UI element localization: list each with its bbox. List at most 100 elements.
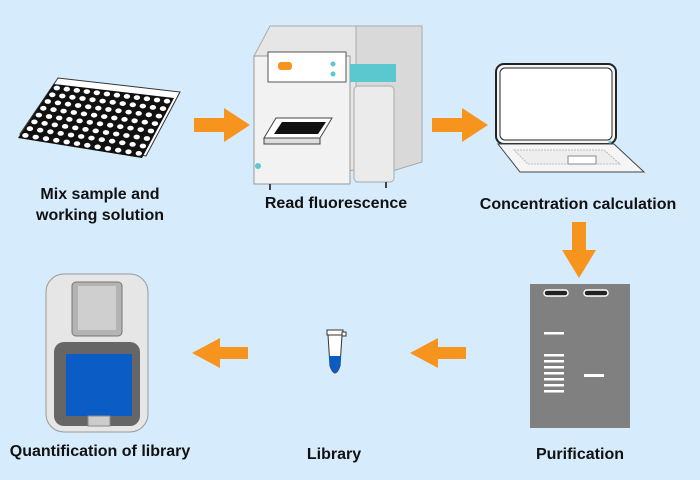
plate-well — [101, 114, 108, 119]
plate-well — [22, 133, 29, 138]
label-calc: Concentration calculation — [479, 196, 677, 213]
plate-well — [115, 147, 122, 153]
label-read: Read fluorescence — [264, 195, 408, 212]
plate-well — [88, 135, 95, 141]
plate-well — [45, 114, 53, 119]
plate-well — [74, 103, 82, 108]
plate-well — [84, 142, 91, 148]
label-mix-line2: working solution — [36, 207, 164, 224]
plate-well — [92, 128, 99, 134]
plate-well — [102, 130, 110, 135]
plate-well — [121, 117, 128, 122]
plate-well — [163, 98, 171, 104]
label-purify: Purification — [535, 446, 624, 463]
gel-band — [544, 332, 564, 335]
microplate-icon — [18, 77, 181, 158]
plate-well — [95, 105, 102, 111]
plate-well — [94, 144, 101, 150]
plate-well — [93, 90, 101, 96]
plate-well — [50, 107, 57, 113]
plate-well — [135, 151, 142, 156]
label-library: Library — [306, 446, 362, 463]
plate-well — [85, 104, 92, 110]
plate-well — [78, 134, 85, 139]
gel-band — [544, 390, 564, 393]
plate-well — [151, 121, 159, 126]
plate-well — [61, 124, 69, 129]
plate-well — [155, 113, 163, 119]
plate-well — [42, 136, 50, 142]
plate-well — [113, 131, 120, 137]
plate-well — [76, 118, 83, 124]
plate-well — [90, 112, 98, 118]
plate-well — [129, 142, 136, 147]
plate-well — [54, 100, 62, 106]
plate-well — [159, 106, 167, 111]
plate-well — [133, 134, 140, 140]
plate-well — [153, 97, 161, 103]
plate-well — [89, 97, 96, 103]
gel-band — [544, 360, 564, 363]
label-mix: Mix sample and working solution — [30, 184, 170, 226]
plate-well — [123, 94, 131, 99]
plate-well — [129, 102, 136, 108]
label-mix-line1: Mix sample and — [40, 186, 160, 203]
plate-well — [135, 111, 142, 116]
plate-well — [147, 128, 155, 134]
arrow-left-1 — [410, 338, 466, 368]
plate-well — [104, 146, 112, 151]
plate-well — [108, 138, 116, 144]
plate-well — [149, 105, 157, 110]
plate-well — [63, 139, 70, 145]
plate-well — [67, 132, 75, 138]
plate-well — [83, 89, 91, 94]
plate-well — [119, 101, 126, 106]
plate-well — [82, 127, 89, 132]
plate-well — [141, 119, 148, 125]
plate-well — [40, 105, 47, 111]
plate-well — [143, 136, 151, 141]
plate-well — [133, 95, 141, 100]
plate-well — [125, 149, 132, 155]
plate-well — [35, 112, 42, 118]
gel-band — [544, 354, 564, 357]
plate-well — [86, 119, 94, 125]
plate-well — [72, 125, 79, 131]
plate-well — [96, 121, 104, 127]
plate-well — [32, 134, 39, 140]
plate-well — [49, 92, 56, 98]
plate-well — [70, 110, 77, 115]
plate-well — [99, 98, 106, 104]
plate-well — [53, 137, 60, 143]
plate-well — [73, 88, 80, 93]
plate-well — [79, 96, 86, 101]
plate-well — [119, 140, 126, 146]
label-quant: Quantification of library — [9, 443, 191, 460]
plate-well — [111, 115, 118, 121]
plate-well — [73, 141, 81, 146]
plate-well — [137, 127, 144, 132]
plate-well — [69, 94, 76, 100]
qubit-device-icon — [45, 273, 149, 433]
plate-well — [37, 127, 44, 133]
gel-band — [544, 366, 564, 369]
plate-well — [145, 112, 152, 118]
plate-well — [80, 111, 88, 117]
arrow-left-2 — [192, 338, 248, 368]
plate-well — [44, 99, 51, 104]
plate-well — [64, 101, 72, 107]
plate-well — [107, 122, 114, 128]
plate-well — [59, 93, 66, 99]
plate-well — [115, 108, 122, 114]
plate-well — [31, 119, 38, 125]
plate-well — [47, 129, 54, 135]
fluorometer-icon — [253, 25, 423, 190]
plate-well — [98, 137, 106, 143]
gel-icon — [530, 284, 630, 428]
gel-band — [544, 372, 564, 375]
plate-well — [26, 126, 34, 132]
plate-well — [53, 85, 60, 91]
plate-well — [127, 125, 134, 131]
arrow-down — [562, 222, 596, 278]
